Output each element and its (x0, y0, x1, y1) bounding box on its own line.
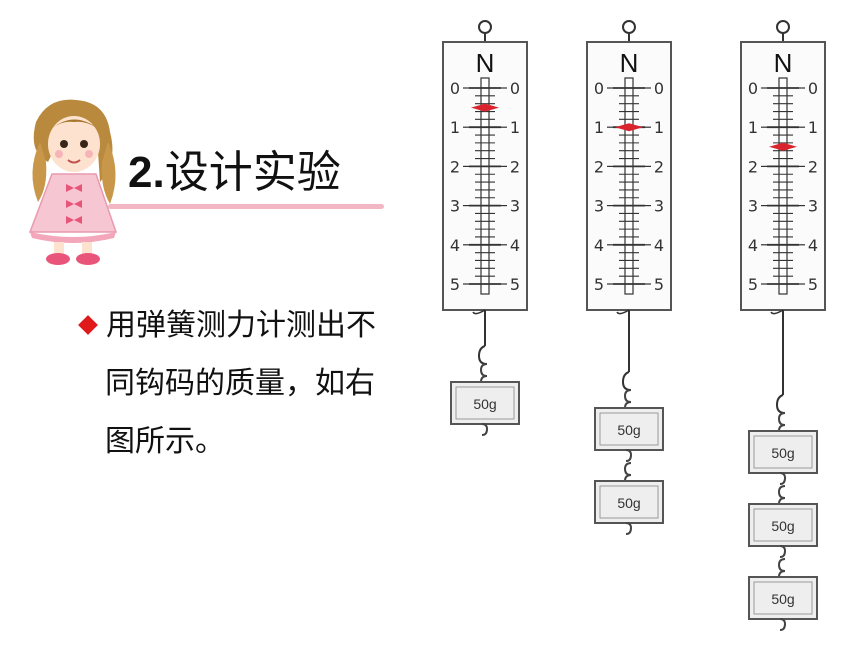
cartoon-girl-icon (28, 99, 118, 265)
body-paragraph: 用弹簧测力计测出不 同钩码的质量，如右 图所示。 (78, 297, 420, 471)
weight-bottom-hook (625, 449, 633, 462)
scale-right-label: 5 (654, 275, 664, 294)
scale-ring (776, 20, 790, 34)
scale-hook (477, 345, 488, 365)
weight-inner-border (753, 581, 813, 615)
scale-right-label: 0 (808, 79, 818, 98)
scale-hook (775, 394, 786, 414)
scale-pointer (615, 123, 643, 132)
scale-left-label: 3 (594, 197, 604, 216)
section-number: 2. (128, 148, 165, 197)
scale-left-label: 1 (748, 118, 758, 137)
scale-left-label: 5 (450, 275, 460, 294)
section-heading: 2.设计实验 (128, 136, 341, 200)
scale-rod-joint (616, 309, 630, 315)
scale-right-label: 0 (510, 79, 520, 98)
scale-tube (778, 77, 788, 295)
weight-top-hook (623, 462, 632, 482)
weight-top-hook (777, 412, 786, 432)
scale-ring (478, 20, 492, 34)
scale-right-label: 4 (654, 236, 664, 255)
weight-inner-border (753, 508, 813, 542)
scale-right-label: 1 (808, 118, 818, 137)
scale-tube (480, 77, 490, 295)
section-title: 设计实验 (164, 147, 341, 198)
scale-left-label: 2 (450, 157, 460, 176)
scale-tube (624, 77, 634, 295)
scale-left-label: 2 (748, 157, 758, 176)
body-line-1-text: 用弹簧测力计测出不 (106, 308, 376, 343)
scale-right-label: 4 (808, 236, 818, 255)
weight-inner-border (599, 412, 659, 446)
scale-right-label: 1 (654, 118, 664, 137)
scale-left-label: 2 (594, 157, 604, 176)
weight-bottom-hook (779, 472, 787, 485)
scale-unit-label: N (774, 48, 793, 78)
weight-bottom-hook (625, 522, 633, 535)
weight-top-hook (777, 485, 786, 505)
body-line-2: 同钩码的质量，如右 (105, 366, 375, 401)
scale-right-label: 5 (510, 275, 520, 294)
scale-rod-joint (770, 309, 784, 315)
scale-hook (621, 371, 632, 391)
body-line-3: 图所示。 (105, 424, 225, 459)
scale-right-label: 2 (654, 157, 664, 176)
scale-unit-label: N (620, 48, 639, 78)
scale-left-label: 1 (450, 118, 460, 137)
scale-left-label: 0 (748, 79, 758, 98)
scale-right-label: 3 (808, 197, 818, 216)
scale-right-label: 2 (808, 157, 818, 176)
scale-right-label: 0 (654, 79, 664, 98)
scale-unit-label: N (476, 48, 495, 78)
diamond-bullet-icon (78, 314, 98, 335)
scale-right-label: 1 (510, 118, 520, 137)
weight-top-hook (479, 363, 488, 383)
weight-label: 50g (617, 422, 640, 438)
weight-inner-border (599, 485, 659, 519)
scale-right-label: 3 (654, 197, 664, 216)
scale-left-label: 0 (450, 79, 460, 98)
heading-underline (108, 204, 384, 209)
scale-right-label: 3 (510, 197, 520, 216)
weight-top-hook (777, 558, 786, 578)
weight-inner-border (455, 386, 515, 420)
scale-left-label: 5 (748, 275, 758, 294)
scale-ring (622, 20, 636, 34)
scale-left-label: 4 (748, 236, 758, 255)
scale-left-label: 4 (594, 236, 604, 255)
weight-block (748, 503, 818, 547)
weight-label: 50g (473, 396, 496, 412)
scale-rod-joint (472, 309, 486, 315)
weight-bottom-hook (779, 545, 787, 558)
weight-inner-border (753, 435, 813, 469)
weight-label: 50g (617, 495, 640, 511)
scale-left-label: 1 (594, 118, 604, 137)
weight-label: 50g (771, 445, 794, 461)
weight-bottom-hook (779, 618, 787, 631)
weight-top-hook (623, 389, 632, 409)
weight-label: 50g (771, 591, 794, 607)
weight-label: 50g (771, 518, 794, 534)
weight-bottom-hook (481, 423, 489, 436)
scale-pointer (471, 103, 499, 112)
scale-right-label: 4 (510, 236, 520, 255)
scale-left-label: 0 (594, 79, 604, 98)
scale-pointer (769, 142, 797, 151)
weight-block (748, 576, 818, 620)
scale-left-label: 5 (594, 275, 604, 294)
scale-left-label: 4 (450, 236, 460, 255)
scale-left-label: 3 (748, 197, 758, 216)
body-line-1: 用弹簧测力计测出不 (78, 297, 420, 355)
weight-block (594, 407, 664, 451)
scale-right-label: 2 (510, 157, 520, 176)
scale-left-label: 3 (450, 197, 460, 216)
scale-right-label: 5 (808, 275, 818, 294)
